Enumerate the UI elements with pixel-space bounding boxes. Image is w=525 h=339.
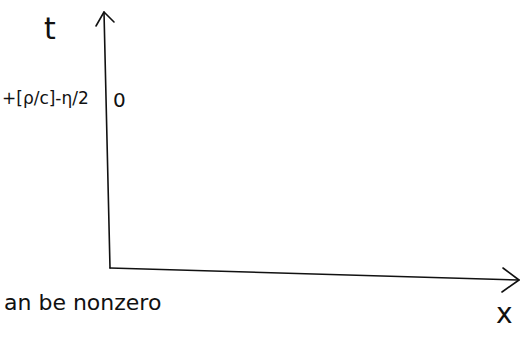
x-axis: [110, 268, 519, 280]
x-axis-arrowhead: [502, 268, 519, 292]
inequality-label: +[ρ/c]-η/2: [2, 90, 89, 107]
axis-label: t: [44, 14, 56, 44]
t-axis-arrowhead: [96, 12, 114, 26]
t-axis: [104, 12, 110, 268]
value-label: 0: [113, 90, 126, 110]
note-label: an be nonzero: [4, 292, 161, 314]
axis-label: x: [496, 300, 513, 328]
